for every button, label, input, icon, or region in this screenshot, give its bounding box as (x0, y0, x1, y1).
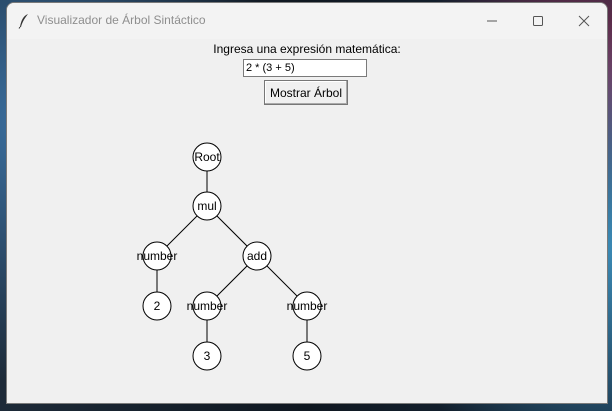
app-window: Visualizador de Árbol Sintáctico Ingresa… (6, 2, 608, 404)
maximize-button[interactable] (515, 3, 561, 39)
tree-node-circle (142, 241, 172, 271)
tree-node-label: 2 (154, 299, 161, 313)
tree-node-circle (242, 241, 272, 271)
tree-node-label: number (287, 299, 328, 313)
tree-node-num5: 5 (292, 341, 322, 371)
expression-prompt-label: Ingresa una expresión matemática: (213, 42, 401, 56)
tree-node-num3: 3 (192, 341, 222, 371)
tree-node-label: number (187, 299, 228, 313)
feather-icon (16, 13, 32, 29)
close-button[interactable] (561, 3, 607, 39)
main-content: Ingresa una expresión matemática: Mostra… (7, 39, 607, 403)
tree-node-circle (192, 291, 222, 321)
show-tree-button[interactable]: Mostrar Árbol (264, 80, 348, 105)
tree-node-label: number (137, 249, 178, 263)
tree-node-circle (192, 191, 222, 221)
tree-node-num2: 2 (142, 291, 172, 321)
close-icon (578, 15, 590, 27)
tree-node-mul: mul (192, 191, 222, 221)
tree-node-label: 5 (304, 349, 311, 363)
window-title: Visualizador de Árbol Sintáctico (37, 13, 206, 27)
minimize-icon (487, 20, 497, 22)
syntax-tree-canvas: Root mul number add 2 number number 3 5 (137, 142, 328, 371)
tree-node-root: Root (192, 142, 222, 172)
tree-node-circle (192, 341, 222, 371)
tree-node-label: 3 (204, 349, 211, 363)
tree-node-number1: number (137, 241, 178, 271)
tree-node-number3: number (287, 291, 328, 321)
maximize-icon (533, 16, 543, 26)
tree-node-label: mul (197, 199, 216, 213)
tree-node-circle (292, 341, 322, 371)
tree-node-circle (142, 291, 172, 321)
minimize-button[interactable] (469, 3, 515, 39)
tree-node-number2: number (187, 291, 228, 321)
tree-node-add: add (242, 241, 272, 271)
title-bar[interactable]: Visualizador de Árbol Sintáctico (7, 3, 607, 39)
expression-input[interactable] (243, 59, 367, 77)
tree-node-circle (192, 142, 222, 172)
tree-node-circle (292, 291, 322, 321)
tree-node-label: add (247, 249, 267, 263)
tree-node-label: Root (194, 150, 220, 164)
